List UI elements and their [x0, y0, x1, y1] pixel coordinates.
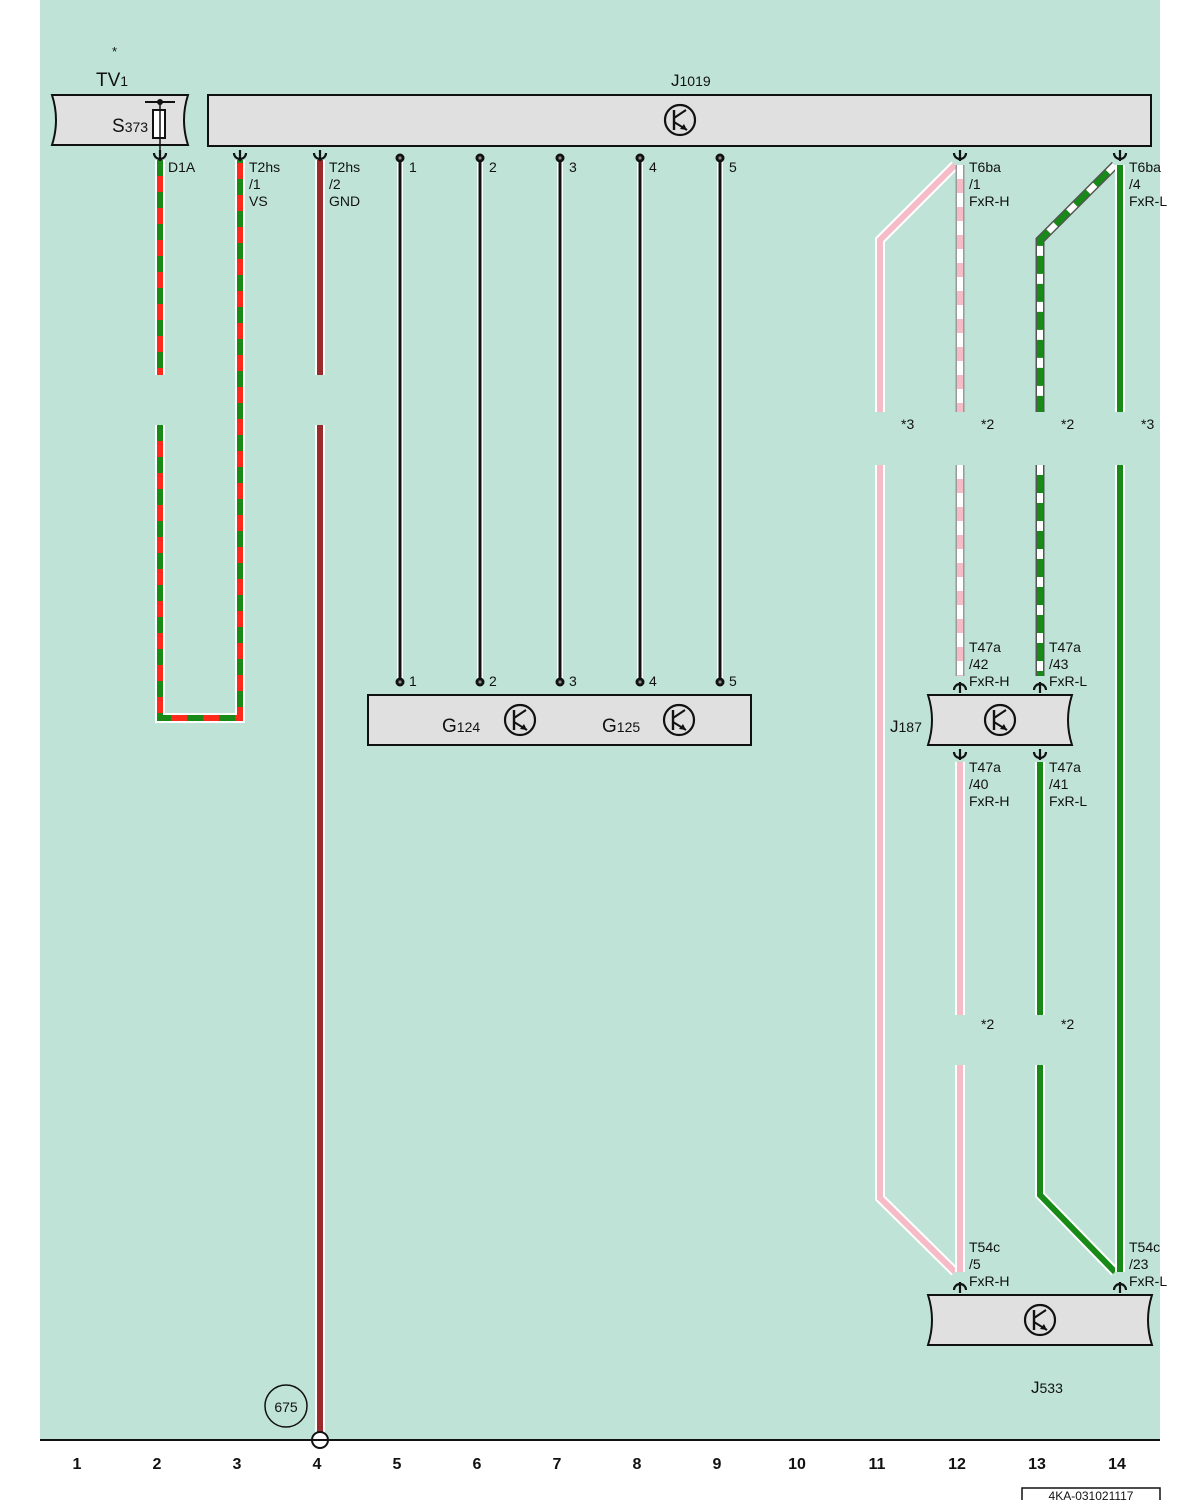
column-number: 9 [713, 1456, 722, 1473]
pin-g-4[interactable] [635, 677, 645, 687]
footnote-marker: *2 [981, 416, 994, 432]
pin-label: /42 [969, 656, 989, 672]
pin-label: /1 [969, 176, 981, 192]
ground-ref-number: 675 [274, 1399, 298, 1415]
pin-label: /23 [1129, 1256, 1149, 1272]
column-number: 14 [1108, 1456, 1126, 1473]
column-number: 4 [313, 1456, 322, 1473]
pin-label: FxR-L [1049, 673, 1087, 689]
pin-label: FxR-L [1129, 193, 1167, 209]
pin-label: 4 [649, 673, 657, 689]
j187-label: J187 [890, 717, 922, 736]
pin-label: T47a [969, 759, 1001, 775]
footnote-marker: *2 [1061, 416, 1074, 432]
wire-fxr-h-bypass [875, 161, 959, 1276]
pin-label: T6ba [1129, 159, 1161, 175]
fuse-icon [145, 99, 175, 150]
pin-label: FxR-L [1049, 793, 1087, 809]
j187-module[interactable] [926, 694, 1074, 746]
wire-fxr-l-j187-in [1035, 161, 1119, 676]
pin-label: /5 [969, 1256, 981, 1272]
pin-label: 5 [729, 673, 737, 689]
column-number: 1 [73, 1456, 82, 1473]
pin-g-2[interactable] [475, 677, 485, 687]
j533-label: J533 [1031, 1378, 1063, 1397]
pin-label: FxR-H [969, 193, 1009, 209]
pin-label: T6ba [969, 159, 1001, 175]
column-number: 12 [948, 1456, 966, 1473]
pin-label: 3 [569, 673, 577, 689]
g124-label: G124 [442, 716, 480, 737]
pin-label: 1 [409, 673, 417, 689]
pin-label: T47a [1049, 639, 1081, 655]
wire-vs-loop [155, 160, 245, 723]
column-number: 7 [553, 1456, 562, 1473]
wire-g-signals [397, 158, 723, 682]
column-number: 2 [153, 1456, 162, 1473]
g125-label: G125 [602, 716, 640, 737]
document-code: 4KA-031021117 [1021, 1487, 1161, 1500]
s373-label: S373 [112, 116, 148, 137]
g124-g125-sensor-box[interactable] [367, 694, 752, 746]
pin-label: /40 [969, 776, 989, 792]
pin-label: 2 [489, 673, 497, 689]
pin-label: 5 [729, 159, 737, 175]
column-numbers: 1 2 3 4 5 6 7 8 9 10 11 12 13 14 [73, 1456, 1126, 1473]
pin-label: FxR-L [1129, 1273, 1167, 1289]
footnote-marker: *3 [1141, 416, 1154, 432]
tv1-note: * [112, 44, 117, 59]
pin-j1019-4[interactable] [635, 153, 645, 163]
pin-label: /43 [1049, 656, 1069, 672]
wires [155, 158, 1125, 1438]
j533-module[interactable] [926, 1294, 1154, 1346]
j1019-module[interactable] [207, 94, 1152, 147]
j1019-label: J1019 [671, 71, 711, 90]
pin-label: /1 [249, 176, 261, 192]
column-number: 8 [633, 1456, 642, 1473]
pin-labels: D1A T2hs /1 VS T2hs /2 GND 1 2 3 4 5 1 2… [168, 159, 1167, 1289]
pin-j1019-1[interactable] [395, 153, 405, 163]
pin-label: VS [249, 193, 268, 209]
pin-label: T47a [1049, 759, 1081, 775]
document-code-text: 4KA-031021117 [1049, 1489, 1134, 1500]
tv1-fuse-box[interactable] [50, 94, 190, 150]
column-number: 10 [788, 1456, 806, 1473]
pin-j1019-2[interactable] [475, 153, 485, 163]
wire-fxr-l-j187-out [1035, 762, 1119, 1276]
column-number: 3 [233, 1456, 242, 1473]
column-number: 6 [473, 1456, 482, 1473]
pin-label: T54c [1129, 1239, 1160, 1255]
pin-label: 2 [489, 159, 497, 175]
column-number: 13 [1028, 1456, 1046, 1473]
footnote-markers: *3 *2 *2 *3 *2 *2 [901, 416, 1154, 1032]
pin-label: /41 [1049, 776, 1069, 792]
tv1-label: TV1 [96, 70, 128, 91]
pin-label: D1A [168, 159, 196, 175]
pin-label: /2 [329, 176, 341, 192]
pin-g-1[interactable] [395, 677, 405, 687]
footnote-marker: *2 [981, 1016, 994, 1032]
pin-label: 4 [649, 159, 657, 175]
pin-label: 3 [569, 159, 577, 175]
pin-g-3[interactable] [555, 677, 565, 687]
pin-label: /4 [1129, 176, 1141, 192]
footnote-marker: *2 [1061, 1016, 1074, 1032]
pin-label: GND [329, 193, 360, 209]
footnote-marker: *3 [901, 416, 914, 432]
pin-label: FxR-H [969, 793, 1009, 809]
pin-label: 1 [409, 159, 417, 175]
pin-label: FxR-H [969, 1273, 1009, 1289]
pin-label: T47a [969, 639, 1001, 655]
pin-label: T54c [969, 1239, 1000, 1255]
pin-label: T2hs [249, 159, 280, 175]
pin-label: FxR-H [969, 673, 1009, 689]
pin-g-5[interactable] [715, 677, 725, 687]
ground-reference[interactable]: 675 [264, 1384, 308, 1428]
pin-label: T2hs [329, 159, 360, 175]
column-number: 5 [393, 1456, 402, 1473]
pin-j1019-3[interactable] [555, 153, 565, 163]
column-number: 11 [869, 1456, 886, 1473]
pin-j1019-5[interactable] [715, 153, 725, 163]
